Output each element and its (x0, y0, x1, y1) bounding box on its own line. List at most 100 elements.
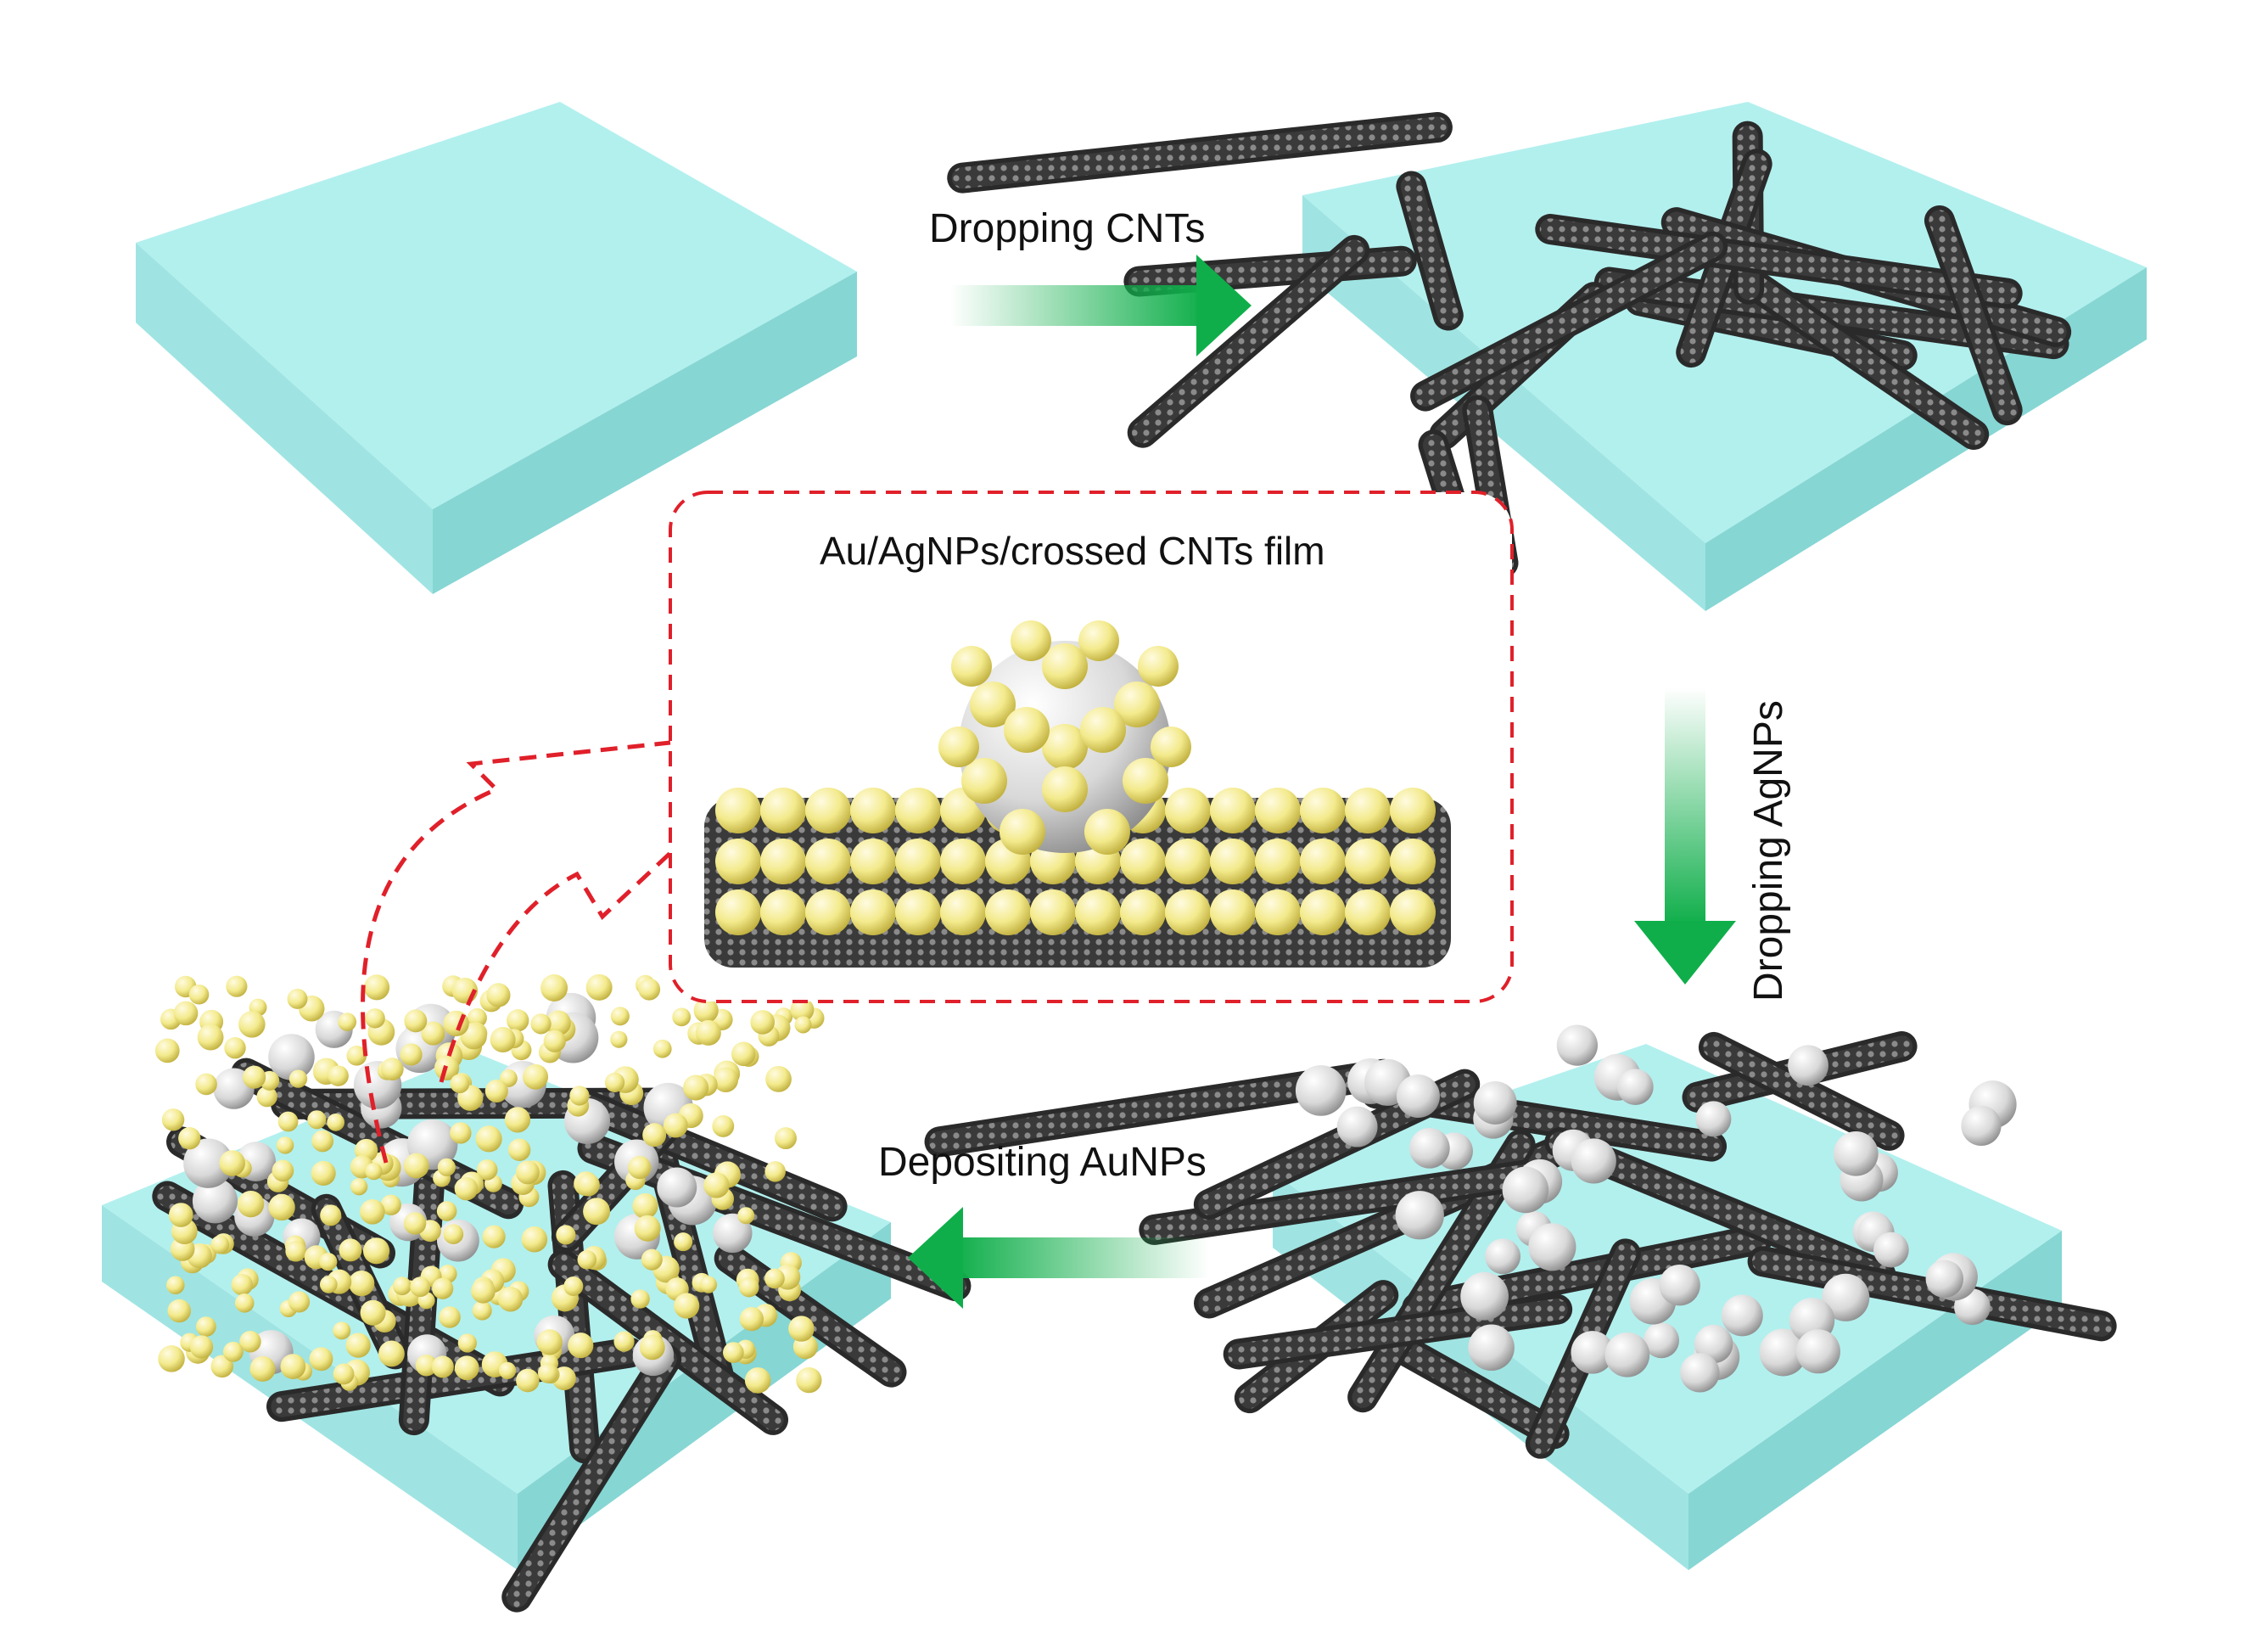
nanoparticle (1000, 809, 1045, 855)
nanoparticle (938, 727, 979, 767)
nanoparticle (154, 1038, 180, 1063)
nanoparticle (1396, 1074, 1440, 1119)
label-dropping-agnps: Dropping AgNPs (1746, 700, 1791, 1001)
nanoparticle (1336, 1106, 1378, 1147)
nanoparticle (628, 1155, 652, 1180)
nanoparticle (639, 1334, 665, 1361)
nanoparticle (365, 1008, 385, 1029)
nanoparticle (1080, 707, 1126, 753)
nanoparticle (475, 1125, 502, 1153)
nanoparticle (638, 978, 661, 1001)
inset-title: Au/AgNPs/crossed CNTs film (820, 529, 1325, 573)
nanoparticle (1473, 1080, 1517, 1125)
cnt-tube (506, 1348, 677, 1608)
nanoparticle (1695, 1101, 1732, 1137)
nanoparticle (1390, 788, 1436, 833)
nanoparticle (521, 1226, 548, 1253)
nanoparticle (1300, 788, 1346, 833)
nanoparticle (1961, 1105, 2002, 1147)
nanoparticle (610, 1007, 630, 1026)
label-depositing-aunps: Depositing AuNPs (878, 1140, 1207, 1185)
nanoparticle (476, 1159, 498, 1181)
nanoparticle (715, 788, 761, 833)
nanoparticle (750, 1010, 776, 1035)
nanoparticle (1165, 839, 1211, 884)
nanoparticle (249, 1355, 276, 1382)
nanoparticle (1485, 1238, 1521, 1275)
nanoparticle (393, 1276, 412, 1296)
nanoparticle (165, 1276, 185, 1295)
nanoparticle (1468, 1324, 1515, 1372)
nanoparticle (288, 1069, 308, 1088)
nanoparticle (471, 1278, 496, 1304)
nanoparticle (723, 1342, 744, 1363)
nanoparticle (985, 889, 1031, 935)
nanoparticle (431, 1355, 454, 1378)
nanoparticle (439, 1306, 461, 1328)
nanoparticle (1300, 889, 1346, 935)
nanoparticle (490, 1027, 516, 1053)
nanoparticle (210, 1235, 230, 1254)
nanoparticle (256, 1086, 277, 1108)
nanoparticle (674, 1232, 693, 1252)
nanoparticle (327, 1113, 345, 1131)
nanoparticle (210, 1355, 234, 1378)
nanoparticle (1528, 1223, 1576, 1271)
nanoparticle (362, 1237, 390, 1265)
nanoparticle (1502, 1166, 1549, 1214)
nanoparticle (642, 1123, 667, 1147)
nanoparticle (1390, 839, 1436, 884)
arrow-dropping-agnps (1634, 687, 1736, 985)
nanoparticle (1873, 1231, 1909, 1268)
nanoparticle (634, 1215, 661, 1242)
nanoparticle (188, 985, 210, 1005)
cnt-tube (951, 116, 1448, 189)
nanoparticle (715, 839, 761, 884)
nanoparticle (1409, 1127, 1450, 1169)
nanoparticle (961, 758, 1007, 804)
nanoparticle (540, 974, 568, 1001)
nanoparticle (764, 1161, 786, 1182)
nanoparticle (1123, 758, 1168, 804)
nanoparticle (1210, 788, 1256, 833)
cnt-tube (1400, 175, 1459, 327)
nanoparticle (788, 1316, 815, 1342)
nanoparticle (238, 1011, 266, 1038)
nanoparticle (450, 1074, 470, 1094)
nanoparticle (507, 1138, 531, 1161)
nanoparticle (415, 1355, 438, 1377)
ag-nanoparticles-bottom-right (1295, 1024, 2017, 1393)
nanoparticle (443, 1224, 464, 1245)
cnt-tube (271, 1342, 641, 1417)
nanoparticle (1084, 809, 1130, 855)
nanoparticle (400, 1043, 423, 1066)
cnt-tube (1414, 236, 1723, 407)
nanoparticle (1011, 620, 1051, 661)
nanoparticle (1788, 1045, 1828, 1086)
nanoparticle (226, 975, 248, 997)
nanoparticle (850, 889, 896, 935)
nanoparticle (1042, 724, 1088, 770)
nanoparticle (760, 788, 806, 833)
cnt-tube (574, 1093, 843, 1217)
nanoparticle (195, 1073, 217, 1096)
nanoparticle (790, 997, 815, 1022)
nanoparticle (737, 1207, 755, 1225)
nanoparticle (403, 1153, 429, 1179)
inset-au-particles (715, 788, 1436, 935)
nanoparticle (436, 1201, 457, 1221)
nanoparticle (192, 1178, 238, 1224)
zoom-callout-arrow (361, 740, 672, 1164)
cnt-tube (1384, 1333, 1565, 1445)
nanoparticle (652, 1039, 672, 1058)
nanoparticle (404, 1009, 428, 1033)
nanoparticle (516, 1368, 540, 1393)
nanoparticle (345, 1332, 371, 1358)
nanoparticle (703, 1172, 730, 1198)
nanoparticle (346, 1046, 367, 1066)
nanoparticle (1822, 1273, 1870, 1321)
nanoparticle (764, 1268, 785, 1289)
nanoparticle (276, 1136, 294, 1154)
nanoparticle (523, 1063, 549, 1090)
